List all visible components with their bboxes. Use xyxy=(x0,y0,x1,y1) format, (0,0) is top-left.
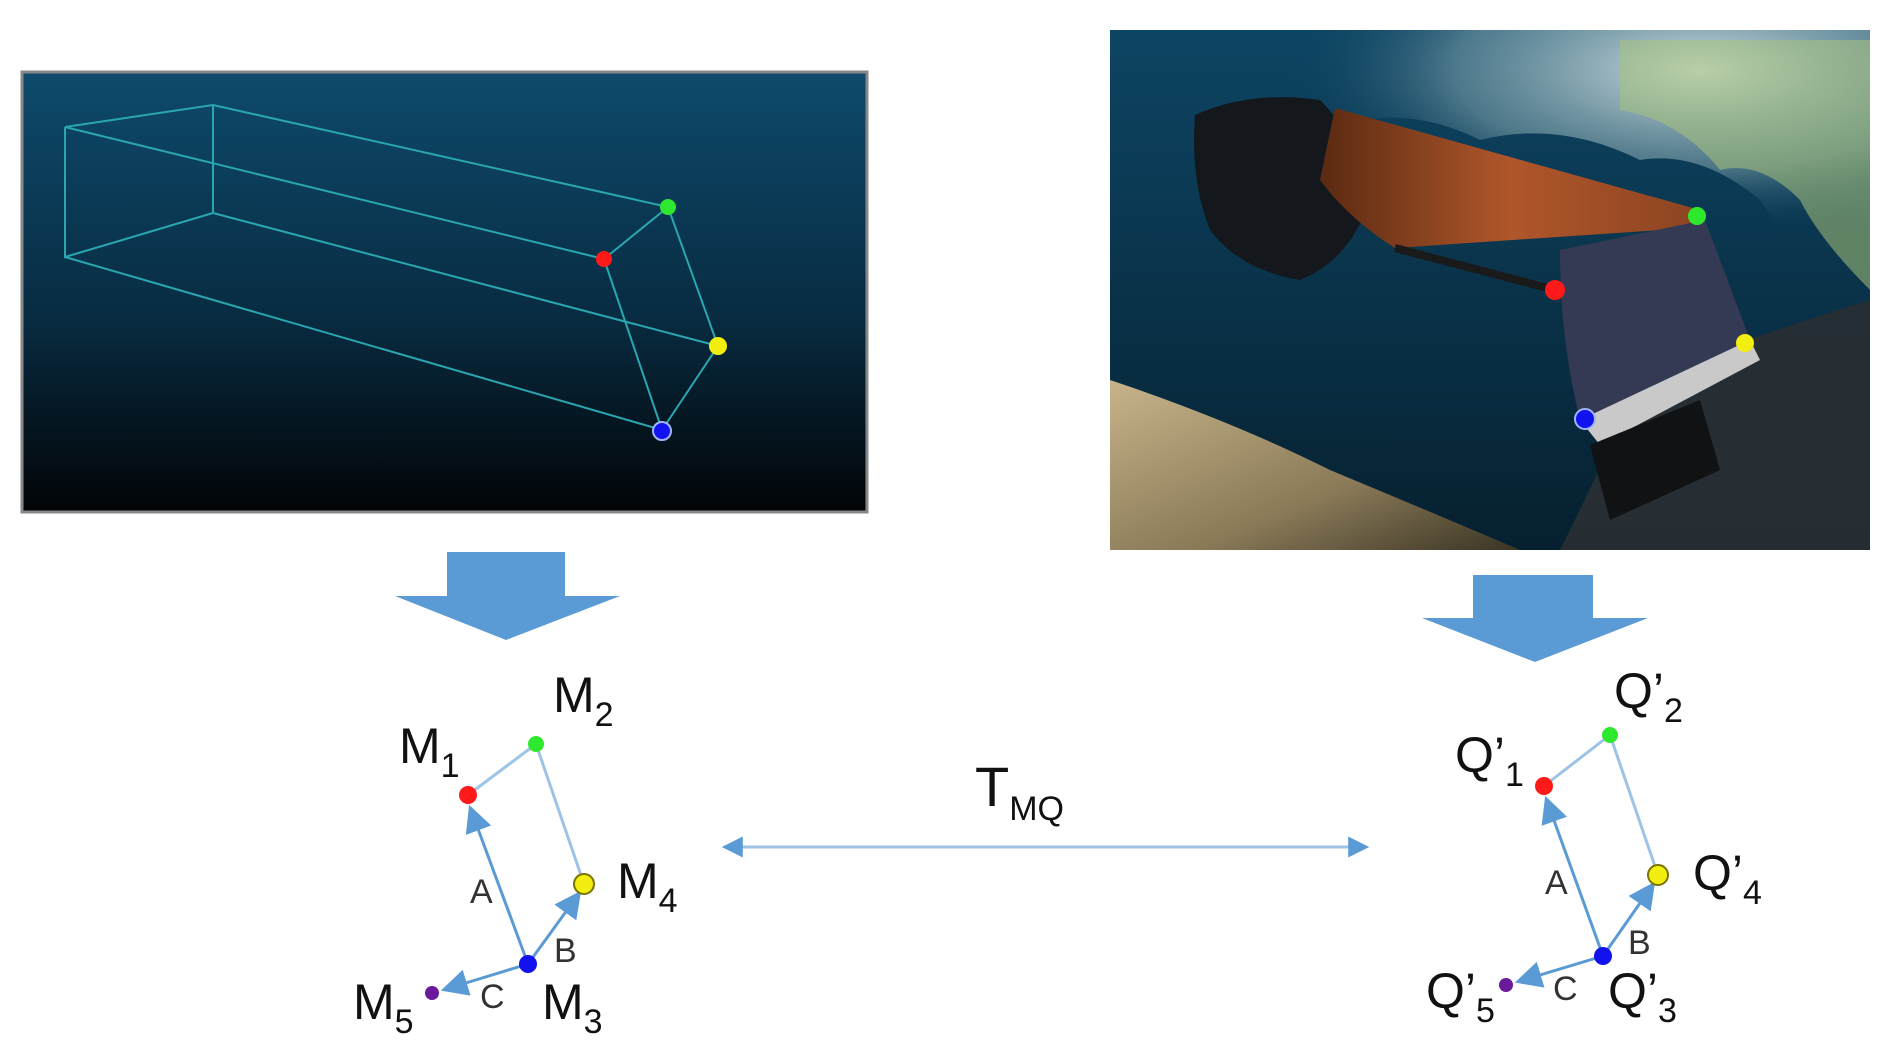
scan-vector-diagram: Q’1 Q’2 Q’3 Q’4 Q’5 A B C xyxy=(1426,663,1762,1030)
vector-b-arrow xyxy=(526,890,582,965)
q5-point xyxy=(1499,978,1513,992)
model-vector-diagram: M1 M2 M3 M4 M5 A B C xyxy=(353,667,678,1041)
vector-a-label: A xyxy=(470,873,493,911)
scan-yellow-marker xyxy=(1736,334,1754,352)
q3-point xyxy=(1594,947,1612,965)
vector-c-label-q: C xyxy=(1553,970,1578,1008)
scan-green-marker xyxy=(1688,207,1706,225)
m1-label: M1 xyxy=(399,718,460,785)
q1-label: Q’1 xyxy=(1455,727,1524,794)
edge-q1-q2 xyxy=(1543,733,1611,788)
scan-blue-marker xyxy=(1574,408,1596,430)
m1-point xyxy=(459,786,477,804)
q2-point xyxy=(1602,727,1618,743)
model-panel-background xyxy=(20,70,869,514)
vector-c-arrow xyxy=(440,962,529,996)
q3-label: Q’3 xyxy=(1608,963,1677,1030)
edge-m1-m2 xyxy=(467,742,537,797)
vector-b-label-q: B xyxy=(1628,924,1651,962)
m4-label: M4 xyxy=(617,853,678,920)
vector-a-arrow xyxy=(465,804,530,965)
q2-label: Q’2 xyxy=(1614,663,1683,730)
transform-link: TMQ xyxy=(721,755,1370,858)
transform-label: TMQ xyxy=(975,755,1064,828)
m3-point xyxy=(519,955,537,973)
m2-label: M2 xyxy=(553,667,614,734)
q4-point xyxy=(1647,864,1669,886)
scan-red-marker xyxy=(1545,280,1565,300)
edge-q2-q4 xyxy=(1608,734,1660,876)
model-blue-marker xyxy=(652,421,672,441)
model-down-arrow-icon xyxy=(395,552,620,640)
vector-c-arrow-q xyxy=(1514,954,1604,988)
q1-point xyxy=(1535,777,1553,795)
scan-down-arrow-icon xyxy=(1422,575,1648,662)
q5-label: Q’5 xyxy=(1426,963,1495,1030)
m2-point xyxy=(528,736,544,752)
vector-b-arrow-q xyxy=(1601,881,1656,957)
model-red-marker xyxy=(596,251,612,267)
vector-a-arrow-q xyxy=(1541,795,1605,957)
model-yellow-marker xyxy=(709,337,727,355)
m3-label: M3 xyxy=(542,974,603,1041)
model-green-marker xyxy=(660,199,676,215)
q4-label: Q’4 xyxy=(1693,845,1762,912)
vector-a-label-q: A xyxy=(1545,864,1568,902)
point-cloud-icon xyxy=(1110,30,1870,550)
m4-point xyxy=(573,873,595,895)
m5-label: M5 xyxy=(353,974,414,1041)
vector-b-label: B xyxy=(554,932,577,970)
vector-c-label: C xyxy=(480,978,505,1016)
edge-m2-m4 xyxy=(534,743,586,885)
model-panel xyxy=(20,70,869,514)
m5-point xyxy=(425,986,439,1000)
scan-panel xyxy=(1110,30,1870,550)
